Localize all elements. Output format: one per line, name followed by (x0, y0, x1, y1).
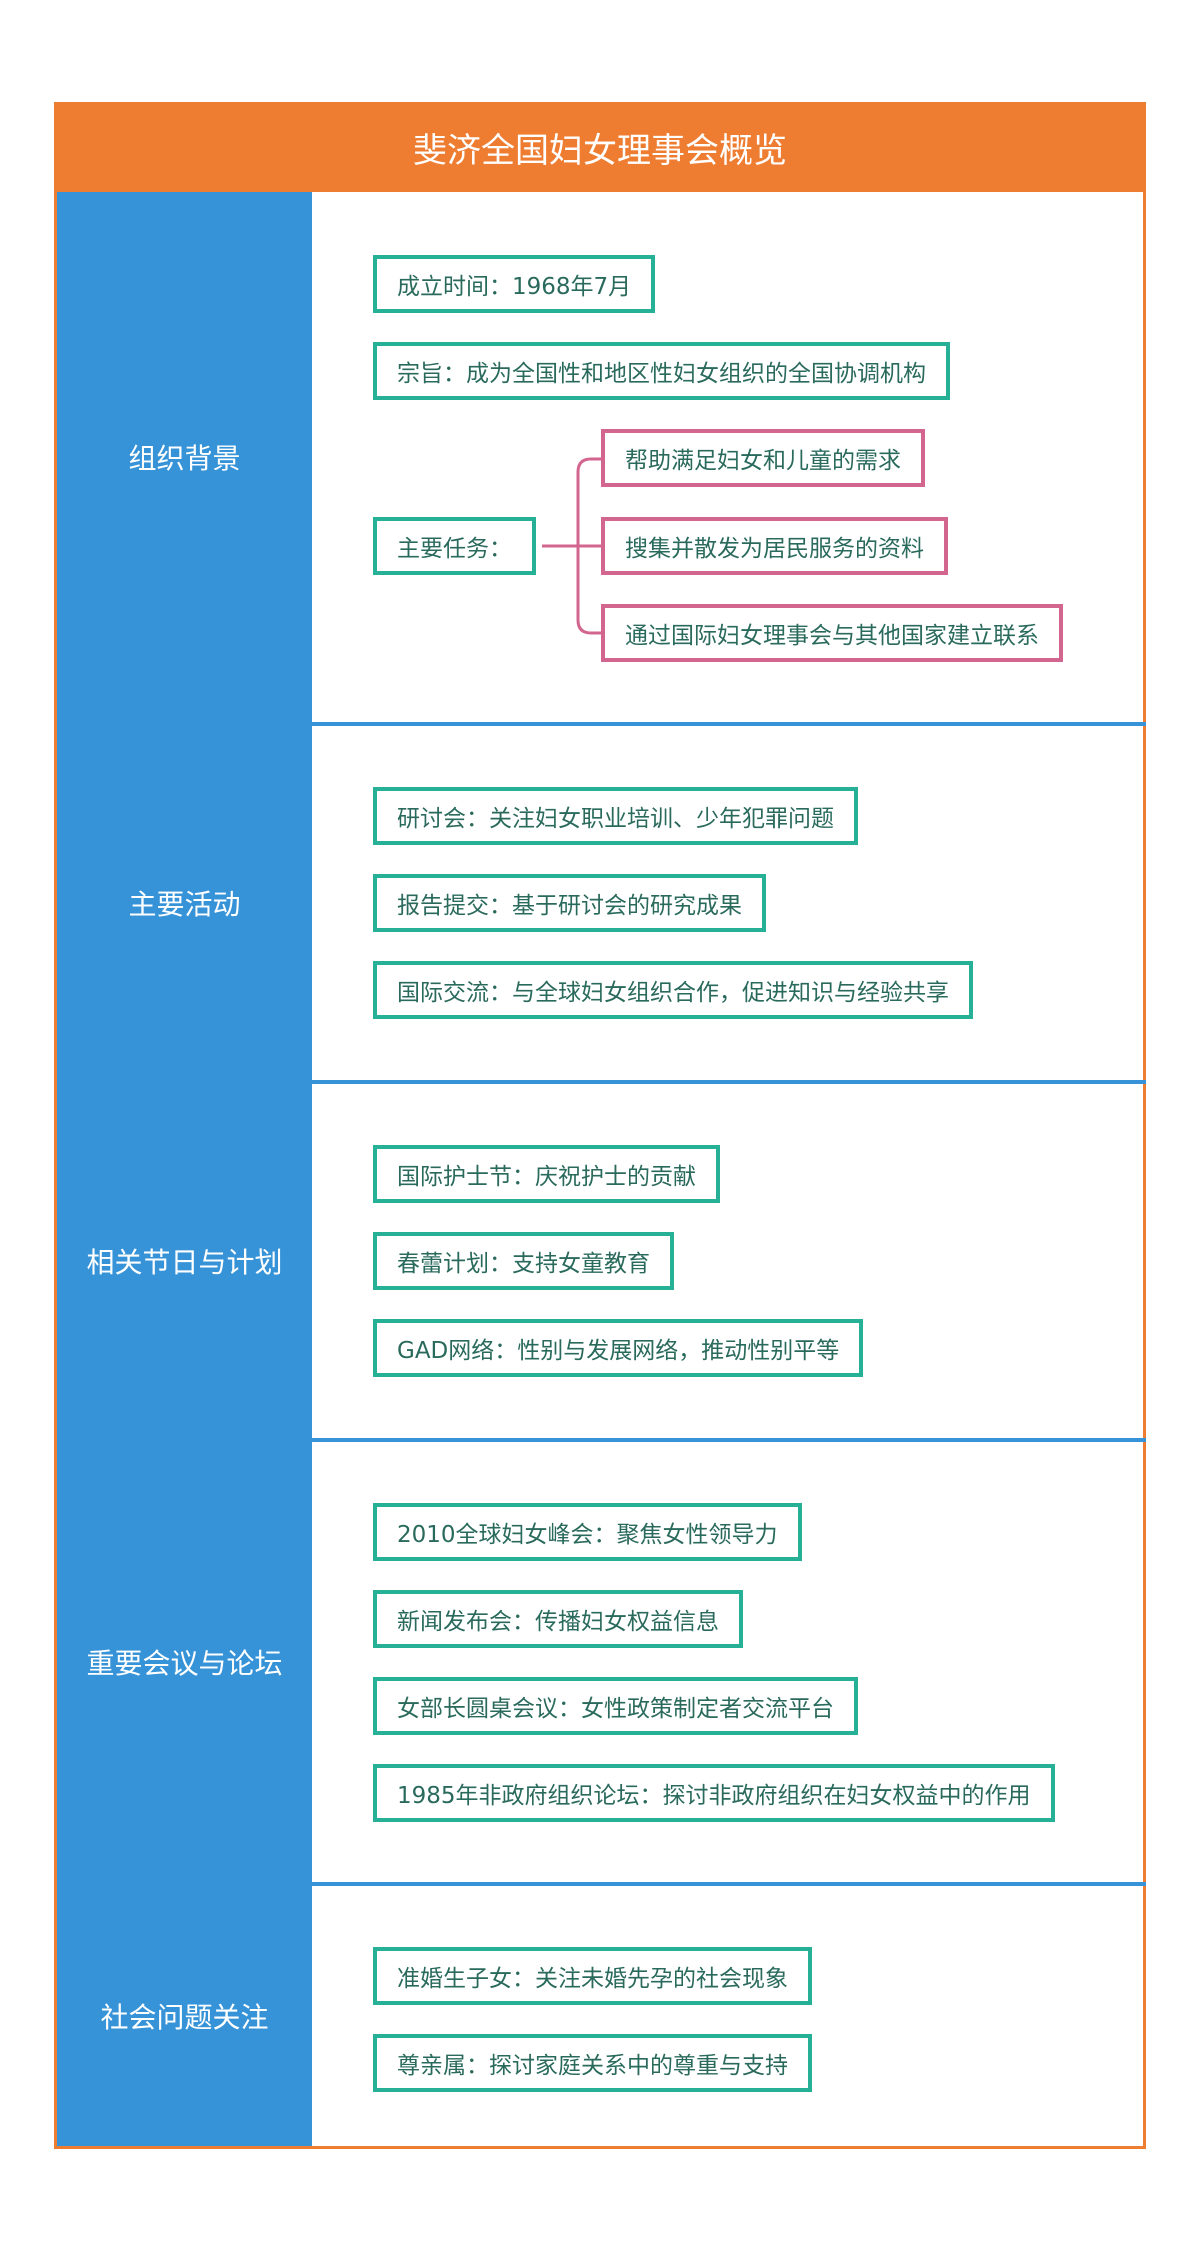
node-ngo-forum-1985: 1985年非政府组织论坛：探讨非政府组织在妇女权益中的作用 (373, 1764, 1055, 1822)
section-label: 相关节日与计划 (86, 1246, 283, 1279)
node-ministers-roundtable: 女部长圆桌会议：女性政策制定者交流平台 (373, 1677, 858, 1735)
diagram-title: 斐济全国妇女理事会概览 (54, 102, 1146, 192)
node-summit-2010: 2010全球妇女峰会：聚焦女性领导力 (373, 1503, 802, 1561)
node-task-info: 搜集并散发为居民服务的资料 (601, 517, 948, 575)
section-divider (312, 1080, 1146, 1084)
node-spring-bud: 春蕾计划：支持女童教育 (373, 1232, 674, 1290)
node-seminar: 研讨会：关注妇女职业培训、少年犯罪问题 (373, 787, 858, 845)
section-festivals-plans: 相关节日与计划 (57, 1084, 1143, 1438)
node-report: 报告提交：基于研讨会的研究成果 (373, 874, 766, 932)
section-label: 组织背景 (128, 442, 241, 475)
node-ascendants: 尊亲属：探讨家庭关系中的尊重与支持 (373, 2034, 812, 2092)
node-press-conference: 新闻发布会：传播妇女权益信息 (373, 1590, 743, 1648)
section-divider (312, 722, 1146, 726)
node-legitimated-children: 准婚生子女：关注未婚先孕的社会现象 (373, 1947, 812, 2005)
section-meetings-forums: 重要会议与论坛 (57, 1442, 1143, 1882)
node-purpose: 宗旨：成为全国性和地区性妇女组织的全国协调机构 (373, 342, 950, 400)
sidebar (57, 192, 312, 2146)
node-main-tasks: 主要任务： (373, 517, 536, 575)
section-org-background: 组织背景 (57, 192, 1143, 722)
node-founded-date: 成立时间：1968年7月 (373, 255, 656, 313)
node-gad-network: GAD网络：性别与发展网络，推动性别平等 (373, 1319, 864, 1377)
section-label: 社会问题关注 (100, 2001, 269, 2034)
node-nurses-day: 国际护士节：庆祝护士的贡献 (373, 1145, 720, 1203)
node-task-intl: 通过国际妇女理事会与其他国家建立联系 (601, 604, 1063, 662)
section-divider (312, 1438, 1146, 1442)
section-main-activities: 主要活动 (57, 726, 1143, 1080)
node-intl-exchange: 国际交流：与全球妇女组织合作，促进知识与经验共享 (373, 961, 973, 1019)
section-social-issues: 社会问题关注 (57, 1886, 1143, 2146)
section-divider (312, 1882, 1146, 1886)
section-label: 重要会议与论坛 (86, 1647, 283, 1680)
node-task-needs: 帮助满足妇女和儿童的需求 (601, 429, 925, 487)
section-label: 主要活动 (128, 888, 241, 921)
